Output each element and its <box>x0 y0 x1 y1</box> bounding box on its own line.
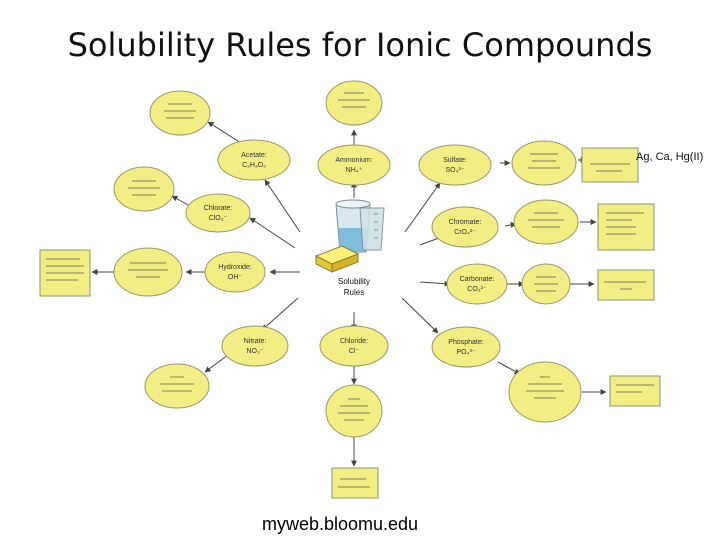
ion-oval-phosphate <box>431 326 501 368</box>
ion-formula-nitrate: NO₃⁻ <box>246 348 263 355</box>
rule-oval-nitrate <box>144 363 210 409</box>
center-label-line2: Rules <box>344 288 364 297</box>
ion-oval-ammonium <box>317 144 391 186</box>
ion-ovals <box>185 139 508 368</box>
ion-oval-acetate <box>217 139 291 181</box>
rule-oval-chromate <box>513 199 579 245</box>
ion-name-chloride: Chloride: <box>340 338 368 345</box>
ion-oval-nitrate <box>221 325 289 367</box>
rule-oval-acetate <box>149 90 211 136</box>
ion-oval-chloride <box>319 325 389 367</box>
ion-oval-chromate <box>431 206 499 248</box>
ion-oval-carbonate <box>446 263 508 305</box>
ion-name-chlorate: Chlorate: <box>204 205 232 212</box>
rule-oval-ammonium <box>325 80 383 126</box>
ion-name-chromate: Chromate: <box>449 219 482 226</box>
rule-oval-chloride <box>325 384 383 438</box>
rule-oval-hydroxide <box>113 247 183 297</box>
ion-labels: Acetate: C₂H₃O₂ Ammonium: NH₄⁺ Sulfate: … <box>204 152 495 356</box>
ion-formula-hydroxide: OH⁻ <box>228 274 243 281</box>
ion-oval-sulfate <box>418 144 492 186</box>
illegible-text-marks <box>46 92 654 488</box>
sugar-cube-icon <box>314 245 360 273</box>
ion-formula-phosphate: PO₄³⁻ <box>457 349 476 356</box>
ion-formula-chromate: CrO₄²⁻ <box>454 229 476 236</box>
rule-oval-sulfate <box>511 140 577 186</box>
slide-title: Solubility Rules for Ionic Compounds <box>67 26 653 64</box>
source-caption: myweb.bloomu.edu <box>261 514 419 534</box>
ion-name-carbonate: Carbonate: <box>460 276 495 283</box>
center-label-line1: Solubility <box>338 277 370 286</box>
beaker-icon <box>335 199 385 253</box>
ion-formula-carbonate: CO₃²⁻ <box>467 286 487 293</box>
ion-name-hydroxide: Hydroxide: <box>218 264 252 271</box>
exception-box-carbonate <box>597 269 655 301</box>
ion-name-ammonium: Ammonium: <box>335 157 372 164</box>
ion-formula-ammonium: NH₄⁺ <box>346 167 363 174</box>
ion-name-sulfate: Sulfate: <box>443 157 467 164</box>
ion-formula-chlorate: ClO₃⁻ <box>209 215 228 222</box>
ion-formula-sulfate: SO₄²⁻ <box>446 167 465 174</box>
ion-name-acetate: Acetate: <box>241 152 267 159</box>
ion-oval-chlorate <box>185 193 251 233</box>
ion-name-phosphate: Phosphate: <box>448 339 483 346</box>
exception-overlay-text: Ag, Ca, Hg(II) <box>636 151 703 163</box>
ion-formula-acetate: C₂H₃O₂ <box>242 162 266 169</box>
ion-oval-hydroxide <box>204 251 266 293</box>
ion-name-nitrate: Nitrate: <box>244 338 267 345</box>
exception-box-chloride <box>331 467 379 499</box>
ion-formula-chloride: Cl⁻ <box>349 348 360 355</box>
